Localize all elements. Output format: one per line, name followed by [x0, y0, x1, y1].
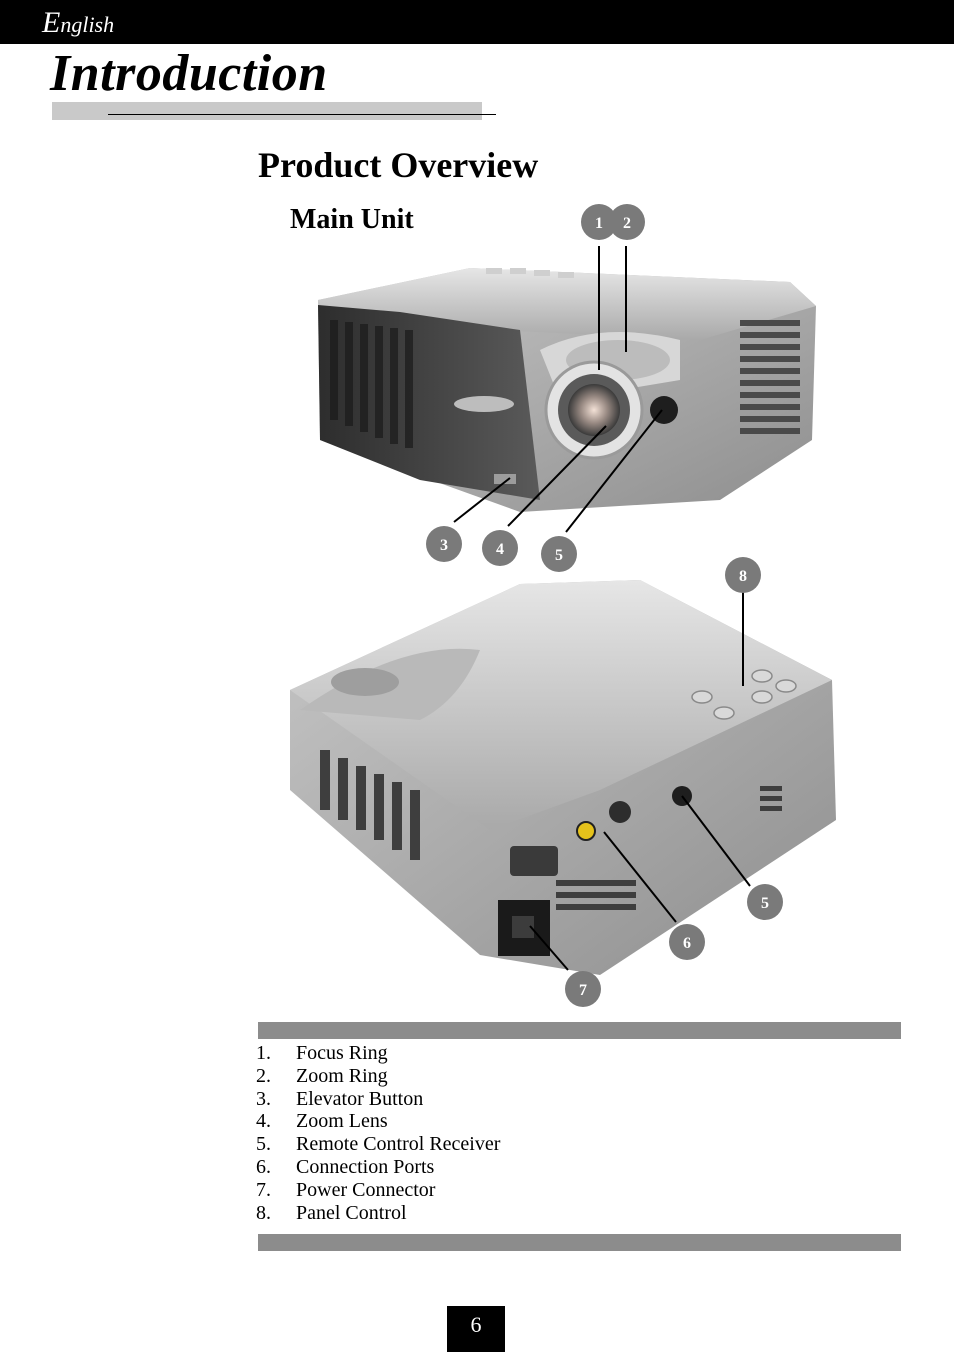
- callout-circle-5-front: [541, 536, 577, 572]
- projector-rear-view: [290, 580, 836, 975]
- callout-label-5-rear: 5: [761, 895, 769, 912]
- list-item-label: Panel Control: [296, 1201, 407, 1224]
- callout-circle-7: [565, 971, 601, 1007]
- list-item-number: 3.: [256, 1087, 271, 1110]
- callout-label-7: 7: [579, 982, 587, 999]
- list-item-number: 2.: [256, 1064, 271, 1087]
- callout-circle-3: [426, 526, 462, 562]
- callout-circle-1: [581, 204, 617, 240]
- title-underline-rule: [108, 114, 496, 115]
- callout-circle-6: [669, 924, 705, 960]
- language-label: English: [42, 6, 114, 40]
- callout-circle-8: [725, 557, 761, 593]
- list-item-label: Remote Control Receiver: [296, 1133, 501, 1156]
- list-item: 4. Zoom Lens: [256, 1110, 500, 1133]
- list-item: 2. Zoom Ring: [256, 1065, 500, 1088]
- callout-circle-5-rear: [747, 884, 783, 920]
- list-item-label: Elevator Button: [296, 1087, 424, 1110]
- list-item-number: 5.: [256, 1133, 271, 1156]
- callout-label-8: 8: [739, 568, 747, 585]
- title-underline-band: [52, 102, 482, 120]
- list-item-label: Connection Ports: [296, 1155, 435, 1178]
- callout-label-6: 6: [683, 935, 691, 952]
- list-item-number: 8.: [256, 1201, 271, 1224]
- section-title: Product Overview: [258, 145, 539, 185]
- callout-label-2: 2: [623, 215, 631, 232]
- callout-label-5-front: 5: [555, 547, 563, 564]
- list-item-number: 7.: [256, 1178, 271, 1201]
- list-item-number: 6.: [256, 1155, 271, 1178]
- callout-circle-4: [482, 530, 518, 566]
- list-item-label: Zoom Ring: [296, 1064, 388, 1087]
- list-item: 6. Connection Ports: [256, 1156, 500, 1179]
- projector-illustration: 1 2 3 4 5 8 5 6 7: [290, 204, 836, 1007]
- page-title: Introduction: [50, 45, 328, 102]
- list-item-label: Power Connector: [296, 1178, 436, 1201]
- parts-list: 1. Focus Ring 2. Zoom Ring 3. Elevator Butt…: [256, 1042, 500, 1224]
- separator-bar-bottom: [258, 1234, 901, 1251]
- list-item-label: Zoom Lens: [296, 1110, 388, 1133]
- projector-front-view: [318, 268, 816, 512]
- subsection-title: Main Unit: [290, 204, 414, 235]
- language-rest: nglish: [60, 12, 115, 37]
- callout-leaders: [453, 246, 751, 971]
- page-number: 6: [447, 1306, 505, 1352]
- list-item: 7. Power Connector: [256, 1179, 500, 1202]
- list-item: 3. Elevator Button: [256, 1088, 500, 1111]
- callout-label-1: 1: [595, 215, 603, 232]
- header-bar: English: [0, 0, 954, 44]
- callout-label-4: 4: [496, 541, 504, 558]
- callout-label-3: 3: [440, 537, 448, 554]
- list-item: 8. Panel Control: [256, 1202, 500, 1225]
- list-item: 5. Remote Control Receiver: [256, 1133, 500, 1156]
- list-item: 1. Focus Ring: [256, 1042, 500, 1065]
- list-item-number: 4.: [256, 1110, 271, 1133]
- callout-circle-2: [609, 204, 645, 240]
- list-item-number: 1.: [256, 1042, 271, 1064]
- separator-bar-top: [258, 1022, 901, 1039]
- list-item-label: Focus Ring: [296, 1042, 388, 1064]
- language-initial: E: [42, 6, 61, 39]
